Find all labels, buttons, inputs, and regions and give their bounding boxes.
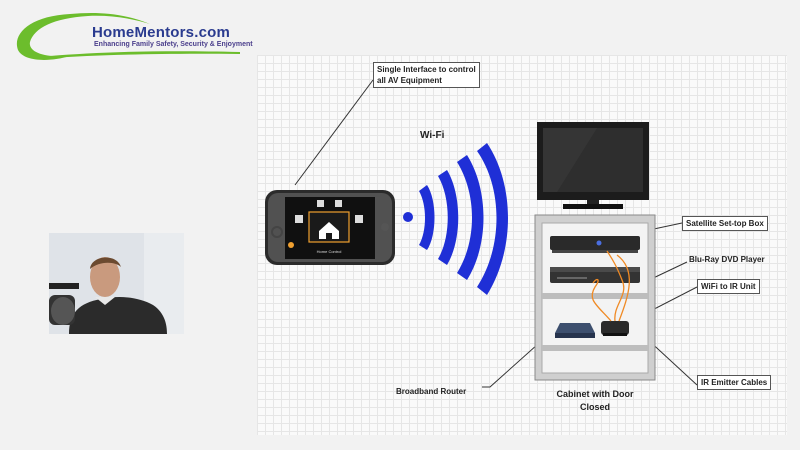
broadband-router-icon: [555, 323, 595, 338]
leader-line-interface: [294, 79, 374, 186]
label-satellite-box: Satellite Set-top Box: [682, 216, 768, 231]
label-wifi: Wi-Fi: [420, 130, 445, 141]
presenter-webcam: [49, 233, 184, 334]
label-cabinet: Cabinet with Door Closed: [556, 389, 634, 412]
label-single-interface: Single Interface to control all AV Equip…: [373, 62, 480, 88]
ir-emitter-cables: [591, 250, 631, 322]
brand-tagline: Enhancing Family Safety, Security & Enjo…: [94, 41, 253, 48]
diagram-graphics: Home Control: [265, 79, 698, 388]
label-bluray-player: Blu-Ray DVD Player: [689, 255, 765, 264]
presenter-video-icon: [49, 233, 184, 334]
television-icon: [537, 122, 649, 209]
wifi-signal-icon: [403, 143, 508, 295]
phone-home-caption: Home Control: [317, 249, 342, 254]
label-broadband-router: Broadband Router: [396, 387, 467, 396]
label-ir-emitter-cables: IR Emitter Cables: [697, 375, 772, 390]
smartphone-icon: [265, 190, 395, 265]
satellite-box-icon: [550, 236, 640, 253]
homementors-logo: HomeMentors.com Enhancing Family Safety,…: [10, 6, 253, 66]
logo-swoosh-icon: [16, 13, 240, 60]
av-setup-diagram: Home Control: [257, 55, 787, 435]
brand-title[interactable]: HomeMentors.com: [92, 24, 231, 41]
label-wifi-ir-unit: WiFi to IR Unit: [697, 279, 760, 294]
wifi-ir-unit-icon: [601, 321, 629, 336]
